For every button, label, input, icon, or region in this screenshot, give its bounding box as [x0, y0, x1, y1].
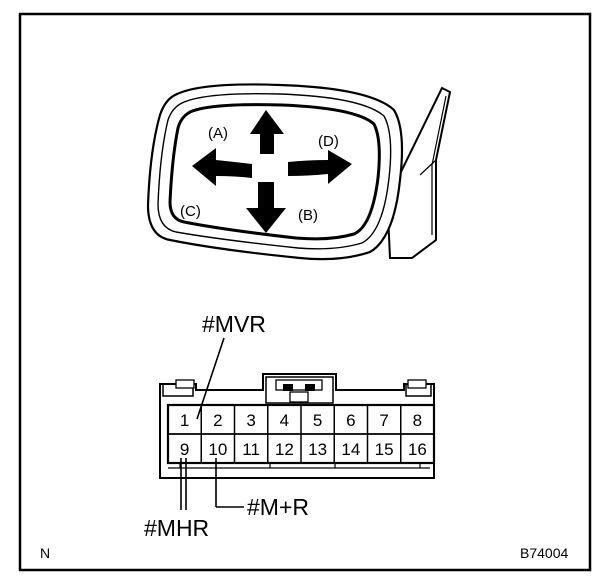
callout-mvr: #MVR [202, 311, 266, 337]
terminal-pin-label: 8 [413, 411, 422, 430]
side-mirror-illustration: (A) (D) (C) (B) [146, 83, 452, 261]
callout-mpr: #M+R [247, 494, 309, 520]
mirror-glass [168, 103, 381, 241]
terminal-pin-label: 16 [408, 440, 427, 459]
direction-label-b: (B) [298, 207, 318, 224]
direction-label-a: (A) [208, 125, 228, 142]
leader-mvr [196, 337, 225, 420]
callouts: #MVR #MHR #M+R [144, 311, 309, 541]
terminal-pin-label: 11 [242, 440, 260, 459]
direction-label-d: (D) [318, 133, 339, 150]
terminal-pin-label: 1 [180, 411, 189, 430]
terminal-pin-label: 10 [208, 440, 227, 459]
terminal-pin-label: 7 [379, 411, 388, 430]
terminal-pin-label: 13 [308, 440, 327, 459]
terminal-pin-label: 2 [213, 411, 222, 430]
terminal-pin-label: 6 [346, 411, 355, 430]
callout-mhr: #MHR [144, 515, 209, 541]
arrow-right-icon [288, 150, 352, 184]
figure-code: B74004 [520, 545, 568, 561]
direction-label-c: (C) [180, 203, 201, 220]
mirror-arrows [192, 110, 352, 233]
arrow-down-icon [246, 182, 286, 233]
terminal-pin-label: 15 [375, 440, 394, 459]
terminal-pin-label: 5 [313, 411, 322, 430]
terminal-pin-label: 14 [341, 440, 360, 459]
arrow-left-icon [192, 148, 252, 186]
arrow-up-icon [250, 110, 284, 154]
diagram-frame [18, 12, 592, 572]
terminal-pin-label: 12 [275, 440, 294, 459]
connector-body [159, 373, 435, 479]
terminal-pin-label: 3 [246, 411, 255, 430]
terminal-pin-label: 9 [180, 440, 189, 459]
terminal-pin-label: 4 [280, 411, 289, 430]
corner-label-left: N [40, 545, 50, 561]
